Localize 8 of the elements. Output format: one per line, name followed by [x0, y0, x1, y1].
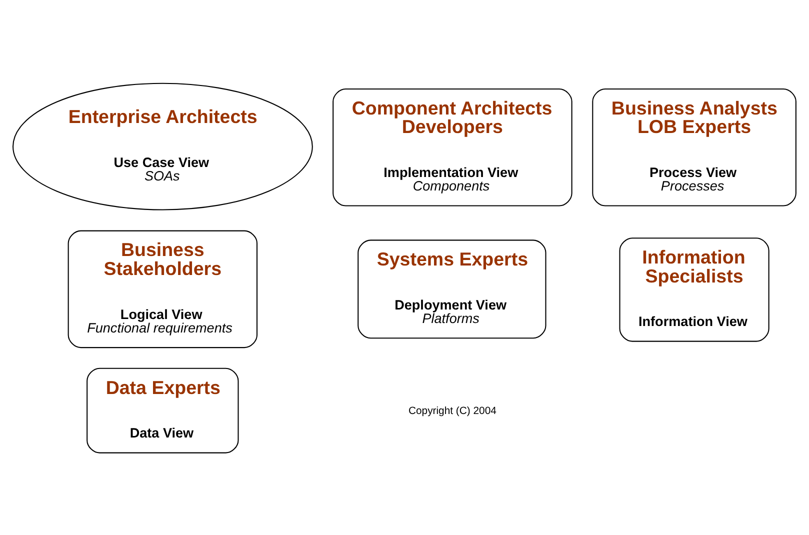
node-box: Systems Experts Deployment View Platforms: [358, 239, 546, 338]
node-box: Business Stakeholders Logical View Functional requirements: [68, 230, 258, 348]
node-box: Component Architects Developers Implementation View Components: [332, 88, 572, 206]
node-ellipse: Enterprise Architects Use Case View SOAs: [12, 82, 313, 210]
label: Copyright (C) 2004: [408, 405, 496, 416]
node-box: Information Specialists Information View: [619, 237, 770, 342]
node-box: Business Analysts LOB Experts Process View Processes: [592, 88, 796, 206]
node-box: Data Experts Data View: [86, 367, 239, 453]
